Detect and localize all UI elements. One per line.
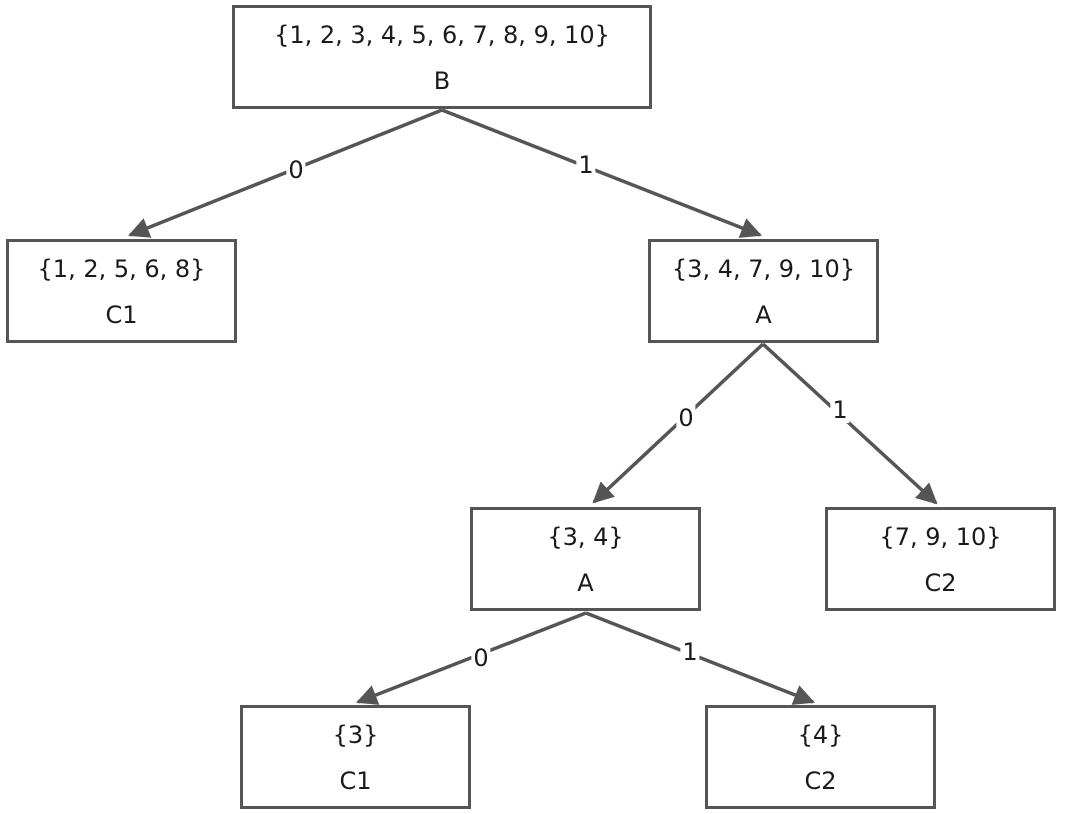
edge-label-right-left: 0 bbox=[676, 404, 696, 432]
node-rl-left: {3} C1 bbox=[240, 705, 471, 809]
node-right-right: {7, 9, 10} C2 bbox=[825, 507, 1056, 611]
node-rl-right-label: C2 bbox=[804, 767, 837, 795]
edge-label-rl-left: 0 bbox=[471, 644, 491, 672]
node-right-left-label: A bbox=[577, 569, 594, 597]
node-rl-left-label: C1 bbox=[339, 767, 372, 795]
node-left-label: C1 bbox=[105, 301, 138, 329]
edge-root-right bbox=[441, 108, 762, 238]
edge-label-root-right: 1 bbox=[576, 151, 596, 179]
edge-label-root-left: 0 bbox=[286, 156, 306, 184]
node-right-label: A bbox=[755, 301, 772, 329]
node-left-set: {1, 2, 5, 6, 8} bbox=[37, 255, 206, 283]
node-right-left: {3, 4} A bbox=[470, 507, 701, 611]
edge-label-rl-right: 1 bbox=[680, 638, 700, 666]
edge-label-right-right: 1 bbox=[830, 396, 850, 424]
node-right-right-label: C2 bbox=[924, 569, 957, 597]
node-right-set: {3, 4, 7, 9, 10} bbox=[671, 255, 856, 283]
node-left: {1, 2, 5, 6, 8} C1 bbox=[6, 239, 237, 343]
node-root-set: {1, 2, 3, 4, 5, 6, 7, 8, 9, 10} bbox=[274, 21, 610, 49]
node-right: {3, 4, 7, 9, 10} A bbox=[648, 239, 879, 343]
node-root-label: B bbox=[433, 67, 451, 95]
node-right-left-set: {3, 4} bbox=[547, 523, 624, 551]
node-rl-left-set: {3} bbox=[332, 721, 379, 749]
node-right-right-set: {7, 9, 10} bbox=[879, 523, 1002, 551]
edge-root-left bbox=[128, 108, 443, 238]
node-rl-right-set: {4} bbox=[797, 721, 844, 749]
edge-right-right bbox=[761, 342, 938, 505]
node-root: {1, 2, 3, 4, 5, 6, 7, 8, 9, 10} B bbox=[232, 5, 652, 109]
node-rl-right: {4} C2 bbox=[705, 705, 936, 809]
